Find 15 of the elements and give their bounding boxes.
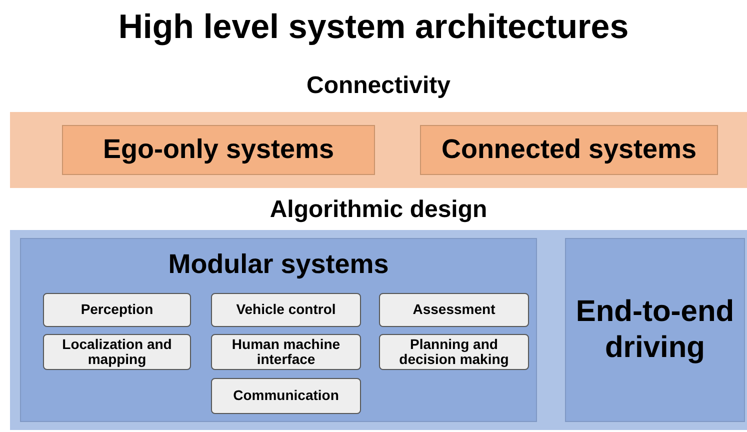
category-box: Ego-only systems [62,125,375,175]
category-box: End-to-end driving [565,238,745,422]
module-box: Vehicle control [211,293,361,327]
category-box: Connected systems [420,125,718,175]
module-box: Assessment [379,293,529,327]
module-box: Communication [211,378,361,414]
module-box: Perception [43,293,191,327]
panel-heading: Modular systems [167,249,390,280]
group-panel [20,238,537,422]
module-box: Human machine interface [211,334,361,370]
band-heading: Algorithmic design [268,196,488,224]
module-box: Localization and mapping [43,334,191,370]
diagram-title: High level system architectures [117,8,630,47]
band-heading: Connectivity [305,72,452,100]
module-box: Planning and decision making [379,334,529,370]
